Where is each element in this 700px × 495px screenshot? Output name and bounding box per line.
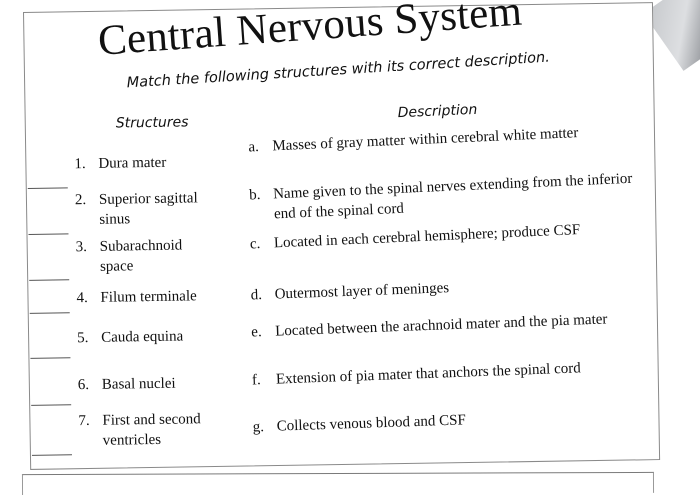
description-text: Located between the arachnoid mater and … <box>274 311 608 340</box>
structure-item: 1. Dura mater <box>74 152 238 175</box>
description-letter: c. <box>249 236 261 253</box>
description-letter: d. <box>250 287 263 304</box>
description-item: g. Collects venous blood and CSF <box>252 404 656 437</box>
answer-blank-2[interactable] <box>28 233 69 235</box>
description-text: Name given to the spinal nerves extendin… <box>272 170 633 223</box>
structure-number: 7. <box>78 413 90 430</box>
answer-blank-5[interactable] <box>30 357 71 359</box>
structure-item: 4. Filum terminale <box>76 286 240 309</box>
structure-text: Superior sagittal sinus <box>98 190 198 228</box>
description-item: c. Located in each cerebral hemisphere; p… <box>250 218 635 255</box>
description-item: b. Name given to the spinal nerves extend… <box>249 168 644 225</box>
structure-text: Dura mater <box>98 154 167 172</box>
structure-item: 6. Basal nuclei <box>78 373 242 396</box>
structure-item: 3. Subarachnoid space <box>76 235 211 277</box>
structure-item: 7. First and second ventricles <box>78 409 233 451</box>
structure-number: 1. <box>74 156 86 173</box>
description-item: a. Masses of gray matter within cerebral … <box>248 122 613 158</box>
answer-blank-7[interactable] <box>31 454 72 456</box>
description-letter: e. <box>250 324 262 341</box>
structure-text: Cauda equina <box>101 328 184 346</box>
description-text: Outermost layer of meninges <box>274 280 450 303</box>
structure-item: 2. Superior sagittal sinus <box>75 188 225 230</box>
worksheet-box: Central Nervous System Match the followi… <box>23 0 661 470</box>
structure-text: Filum terminale <box>100 288 197 306</box>
structure-item: 5. Cauda equina <box>77 326 241 349</box>
description-text: Located in each cerebral hemisphere; pro… <box>273 222 581 252</box>
description-letter: b. <box>248 186 261 204</box>
description-column-header: Description <box>397 101 478 122</box>
structure-number: 4. <box>76 290 88 307</box>
answer-blank-1[interactable] <box>27 187 68 189</box>
structure-number: 6. <box>77 377 90 394</box>
next-section-box <box>21 471 655 495</box>
description-item: d. Outermost layer of meninges <box>250 271 654 306</box>
description-item: f. Extension of pia mater that anchors th… <box>252 356 636 390</box>
structure-number: 5. <box>77 330 89 347</box>
structure-number: 3. <box>75 239 88 256</box>
description-text: Extension of pia mater that anchors the … <box>275 360 582 388</box>
description-letter: g. <box>252 419 265 436</box>
structure-text: Subarachnoid space <box>99 237 183 275</box>
description-text: Collects venous blood and CSF <box>276 412 467 435</box>
description-item: e. Located between the arachnoid mater an… <box>251 308 655 343</box>
description-text: Masses of gray matter within cerebral wh… <box>272 125 579 155</box>
structure-number: 2. <box>74 192 87 209</box>
answer-blank-3[interactable] <box>29 279 70 281</box>
answer-blank-6[interactable] <box>31 404 72 406</box>
structure-text: First and second ventricles <box>102 411 201 449</box>
structure-text: Basal nuclei <box>101 375 176 393</box>
structures-column-header: Structures <box>115 114 189 132</box>
description-letter: f. <box>251 372 262 389</box>
description-letter: a. <box>248 139 260 156</box>
answer-blank-4[interactable] <box>29 312 70 314</box>
